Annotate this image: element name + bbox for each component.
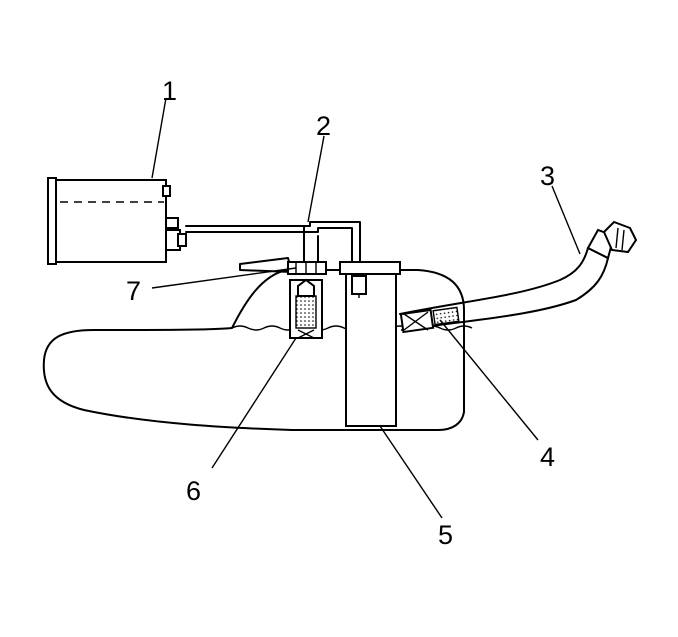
callout-3: 3: [540, 161, 555, 191]
leader-5: [379, 425, 443, 519]
callout-7: 7: [126, 276, 141, 306]
vent-assembly: [239, 257, 327, 275]
leader-1: [151, 97, 167, 179]
leader-3: [551, 185, 581, 255]
callout-5: 5: [438, 520, 453, 550]
leader-lines: [151, 97, 581, 519]
fuel-pump-module: [339, 261, 401, 427]
fuel-limiter-vent-valve: [289, 278, 323, 339]
callout-6: 6: [186, 476, 201, 506]
evap-pipes: [185, 221, 361, 263]
callout-4: 4: [540, 442, 555, 472]
leader-6: [211, 337, 297, 469]
evap-canister: [47, 177, 187, 265]
leader-2: [307, 135, 325, 223]
fuel-filler-pipe: [399, 220, 638, 334]
leader-7: [151, 267, 297, 289]
leader-4: [439, 319, 539, 441]
callout-2: 2: [316, 111, 331, 141]
callout-1: 1: [162, 76, 177, 106]
fuel-tank: [42, 269, 473, 431]
